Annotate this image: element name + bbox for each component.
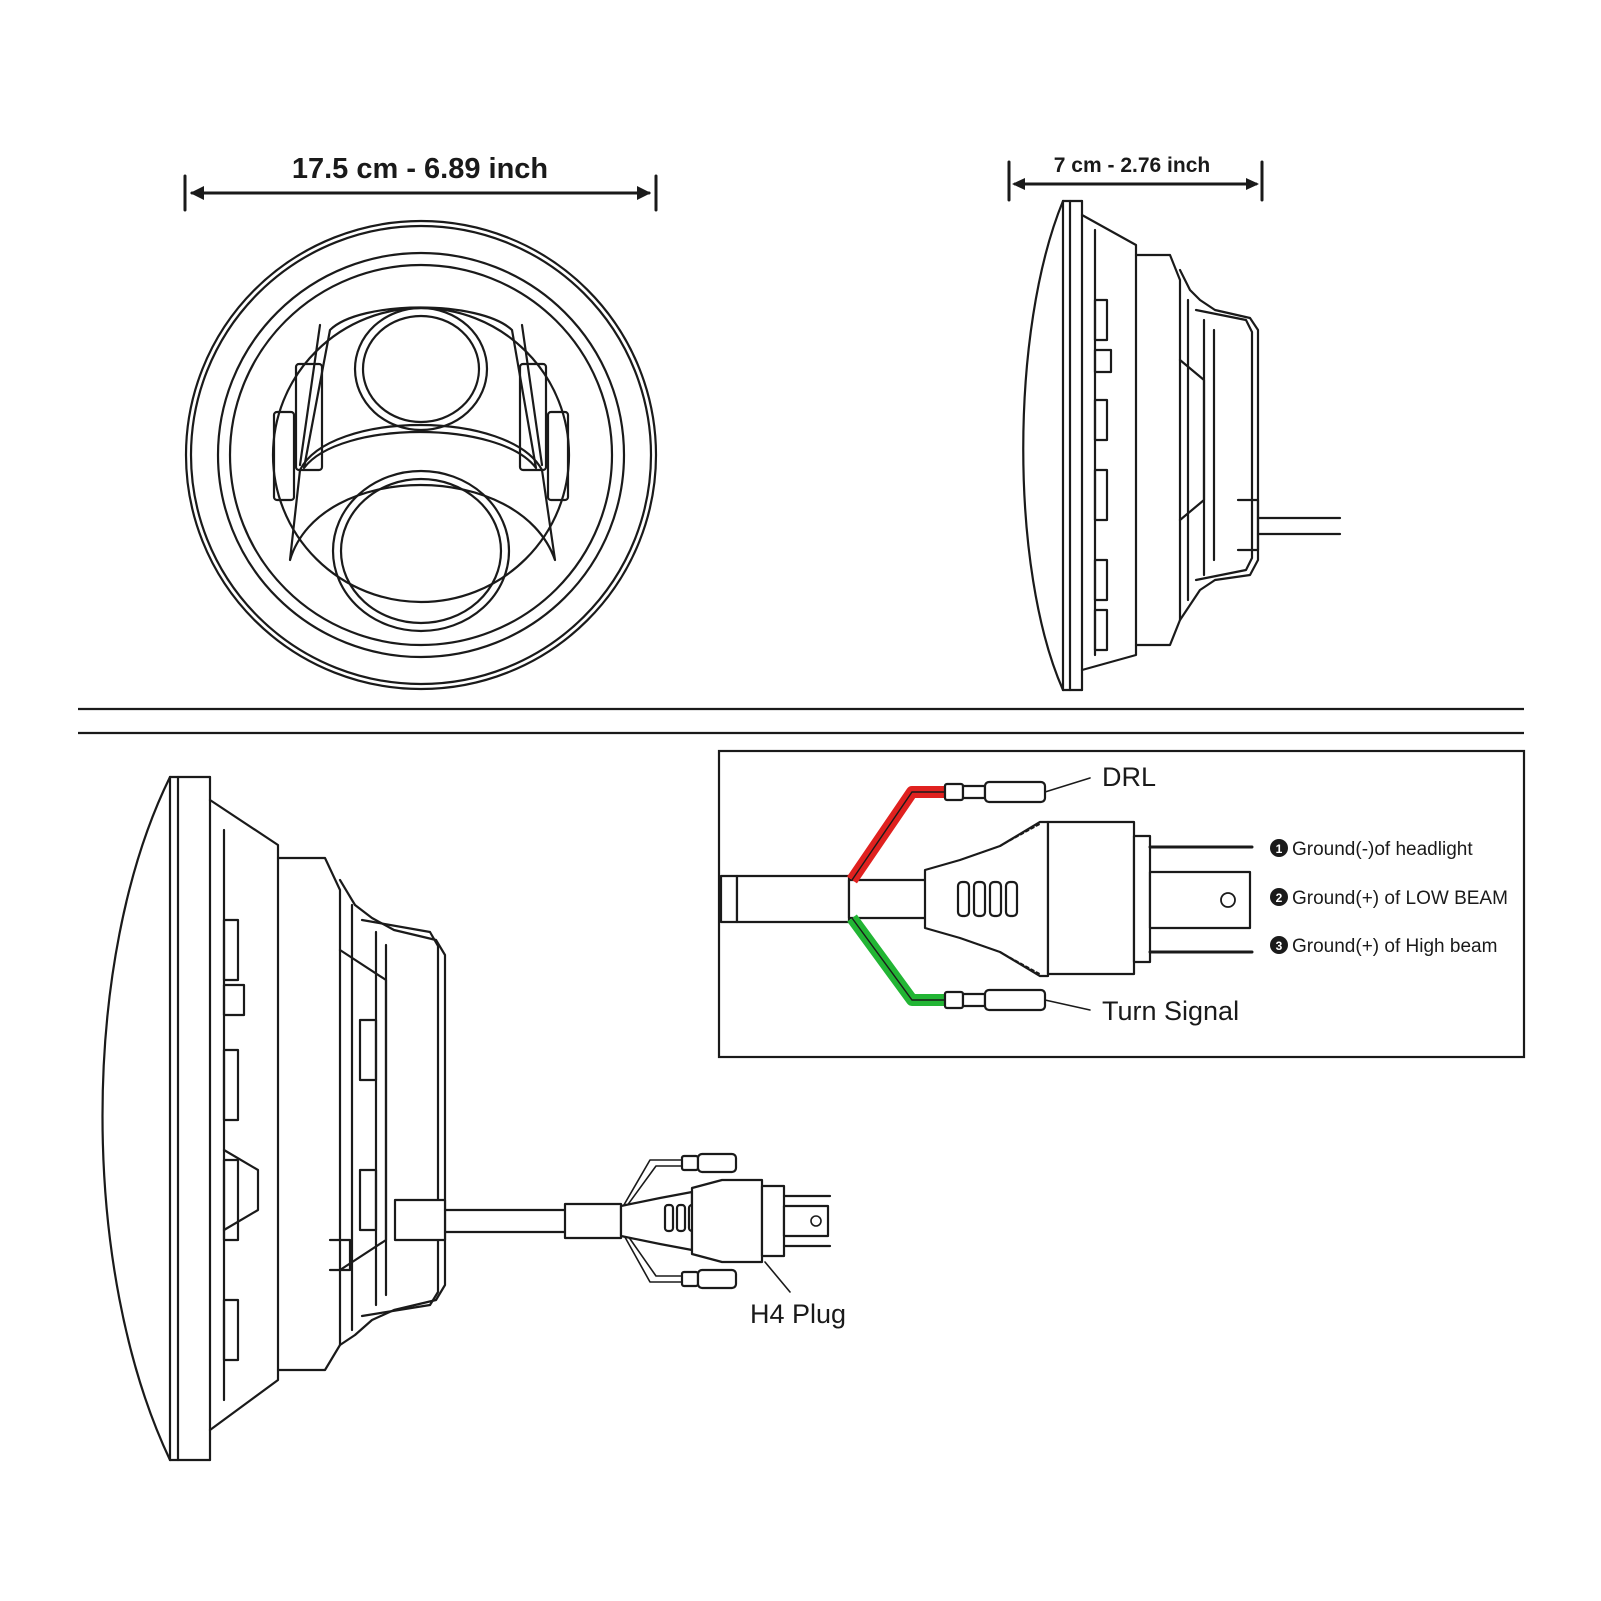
drl-label: DRL (1102, 762, 1156, 792)
pin-3: 3 Ground(+) of High beam (1270, 936, 1497, 957)
front-view: 17.5 cm - 6.89 inch (183, 153, 658, 691)
side-view: 7 cm - 2.76 inch (1007, 154, 1342, 692)
pin-3-label: Ground(+) of High beam (1292, 936, 1497, 957)
pin-2-number: 2 (1276, 891, 1283, 905)
pin-1: 1 Ground(-)of headlight (1270, 839, 1473, 860)
wiring-inset: DRL Turn Signal 1 Ground(-)of headlight (717, 749, 1526, 1059)
pin-1-label: Ground(-)of headlight (1292, 839, 1473, 860)
diameter-dimension: 17.5 cm - 6.89 inch (183, 153, 658, 212)
large-side-view: H4 Plug (101, 775, 846, 1462)
h4-plug-label: H4 Plug (750, 1299, 846, 1329)
pin-2-label: Ground(+) of LOW BEAM (1292, 888, 1508, 909)
turn-signal-label: Turn Signal (1102, 996, 1239, 1026)
pin-1-number: 1 (1276, 842, 1283, 856)
depth-label: 7 cm - 2.76 inch (1054, 154, 1210, 177)
pin-legend: 1 Ground(-)of headlight 2 Ground(+) of L… (1270, 839, 1508, 957)
pin-3-number: 3 (1276, 939, 1283, 953)
diameter-label: 17.5 cm - 6.89 inch (292, 153, 548, 185)
depth-dimension: 7 cm - 2.76 inch (1007, 154, 1264, 202)
pin-2: 2 Ground(+) of LOW BEAM (1270, 888, 1508, 909)
